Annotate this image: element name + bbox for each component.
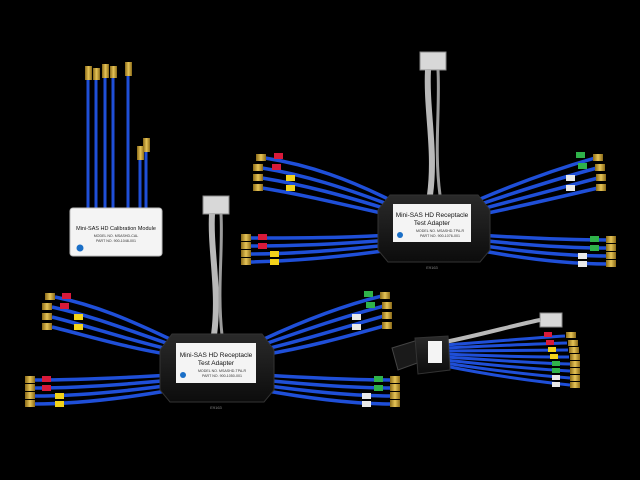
adapter-right-logo-icon	[397, 232, 403, 238]
adapter-center-title-line1: Mini-SAS HD Receptacle	[180, 352, 253, 359]
adapter-center-ribbon-cable	[202, 195, 230, 336]
calibration-cables	[86, 76, 148, 210]
adapter-right-model: MODEL NO. MSASHD-TPA-R	[416, 229, 465, 233]
adapter-right-connectors	[241, 152, 616, 267]
adapter-right-part: PART NO. 900-1076-001	[420, 234, 460, 238]
calibration-module: Mini-SAS HD Calibration Module MODEL NO.…	[69, 62, 163, 257]
adapter-right-title-line2: Test Adapter	[414, 220, 451, 227]
calibration-module-part: PART NO. 900-1048-001	[96, 239, 136, 243]
calibration-logo-icon	[76, 244, 84, 252]
adapter-center-logo-icon	[180, 372, 186, 378]
calibration-module-title: Mini-SAS HD Calibration Module	[76, 226, 156, 232]
adapter-right-label	[393, 204, 471, 242]
adapter-center-title-line2: Test Adapter	[198, 360, 235, 367]
adapter-center-cables-left	[33, 295, 173, 406]
adapter-center-cables-right	[261, 294, 393, 406]
adapter-center-connectors	[25, 291, 400, 407]
plug-adapter-connectors	[544, 332, 580, 388]
adapter-center-model: MODEL NO. MSASHD-TPA-R	[198, 369, 247, 373]
adapter-right-cables-right	[477, 156, 609, 266]
calibration-module-body	[69, 207, 163, 257]
plug-adapter-label	[428, 341, 442, 363]
adapter-right-stamp: E9163	[426, 265, 438, 270]
adapter-center-stamp: E9163	[210, 405, 222, 410]
plug-adapter	[391, 312, 580, 388]
adapter-right-ribbon-cable	[419, 51, 447, 196]
adapter-center-label	[176, 343, 256, 383]
adapter-right: Mini-SAS HD Receptacle Test Adapter MODE…	[241, 51, 616, 270]
adapter-center-part: PART NO. 900-1050-001	[202, 374, 242, 378]
adapter-right-title-line1: Mini-SAS HD Receptacle	[396, 212, 469, 219]
plug-adapter-ribbon-cable	[444, 312, 563, 344]
adapter-center: Mini-SAS HD Receptacle Test Adapter MODE…	[25, 195, 400, 410]
calibration-module-model: MODEL NO. MSASHD-CAL	[94, 234, 139, 238]
adapter-right-cables-left	[249, 156, 391, 264]
calibration-sma-connectors	[85, 62, 150, 160]
